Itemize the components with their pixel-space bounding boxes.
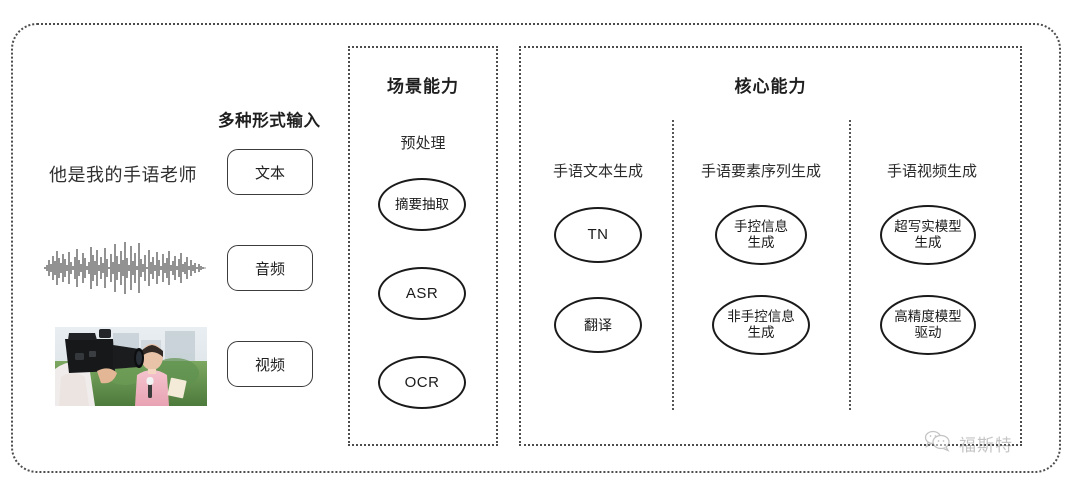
input-modality-label: 音频 [254, 260, 285, 278]
core-column-label-sign-element-sequence-generation: 手语要素序列生成 [700, 163, 821, 180]
scene-panel-title: 场景能力 [387, 77, 459, 96]
input-modality-audio[interactable]: 音频 [227, 245, 313, 291]
core-column-divider-2 [849, 120, 851, 410]
node-label: 非手控信息 生成 [727, 309, 795, 340]
core-node-tn[interactable]: TN [554, 207, 642, 263]
node-label: 超写实模型 生成 [894, 219, 962, 250]
core-panel-title: 核心能力 [734, 77, 807, 96]
core-node-manual-info-generation[interactable]: 手控信息 生成 [715, 205, 807, 265]
node-label: 高精度模型 驱动 [894, 309, 962, 340]
scene-node-ocr[interactable]: OCR [378, 356, 466, 409]
input-modality-label: 文本 [254, 164, 285, 182]
input-section-heading: 多种形式输入 [218, 112, 321, 130]
node-label: TN [587, 226, 609, 244]
node-label: ASR [405, 284, 439, 302]
node-label: OCR [404, 373, 440, 391]
watermark-text: 福斯特 [959, 436, 1013, 455]
core-node-non-manual-info-generation[interactable]: 非手控信息 生成 [712, 295, 810, 355]
scene-node-asr[interactable]: ASR [378, 267, 466, 320]
sample-sentence-text: 他是我的手语老师 [49, 165, 197, 185]
node-label: 翻译 [584, 316, 612, 333]
core-capability-panel: 核心能力 [519, 46, 1022, 446]
core-column-divider-1 [672, 120, 674, 410]
node-label: 手控信息 生成 [734, 219, 788, 250]
audio-waveform [44, 238, 207, 298]
video-thumbnail [55, 327, 207, 406]
outer-frame [11, 23, 1061, 473]
input-modality-label: 视频 [254, 356, 285, 374]
input-modality-video[interactable]: 视频 [227, 341, 313, 387]
wechat-bubbles-icon [922, 430, 952, 457]
watermark: 福斯特 [922, 430, 1013, 457]
input-modality-text[interactable]: 文本 [227, 149, 313, 195]
core-node-translation[interactable]: 翻译 [554, 297, 642, 353]
scene-column-label-preprocess: 预处理 [400, 135, 446, 152]
core-column-label-sign-video-generation: 手语视频生成 [886, 163, 977, 180]
core-node-hyper-realistic-model-generation[interactable]: 超写实模型 生成 [880, 205, 976, 265]
core-node-high-precision-model-driving[interactable]: 高精度模型 驱动 [880, 295, 976, 355]
scene-capability-panel: 场景能力 [348, 46, 498, 446]
node-label: 摘要抽取 [395, 196, 449, 212]
scene-node-summary-extraction[interactable]: 摘要抽取 [378, 178, 466, 231]
core-column-label-sign-text-generation: 手语文本生成 [552, 163, 643, 180]
